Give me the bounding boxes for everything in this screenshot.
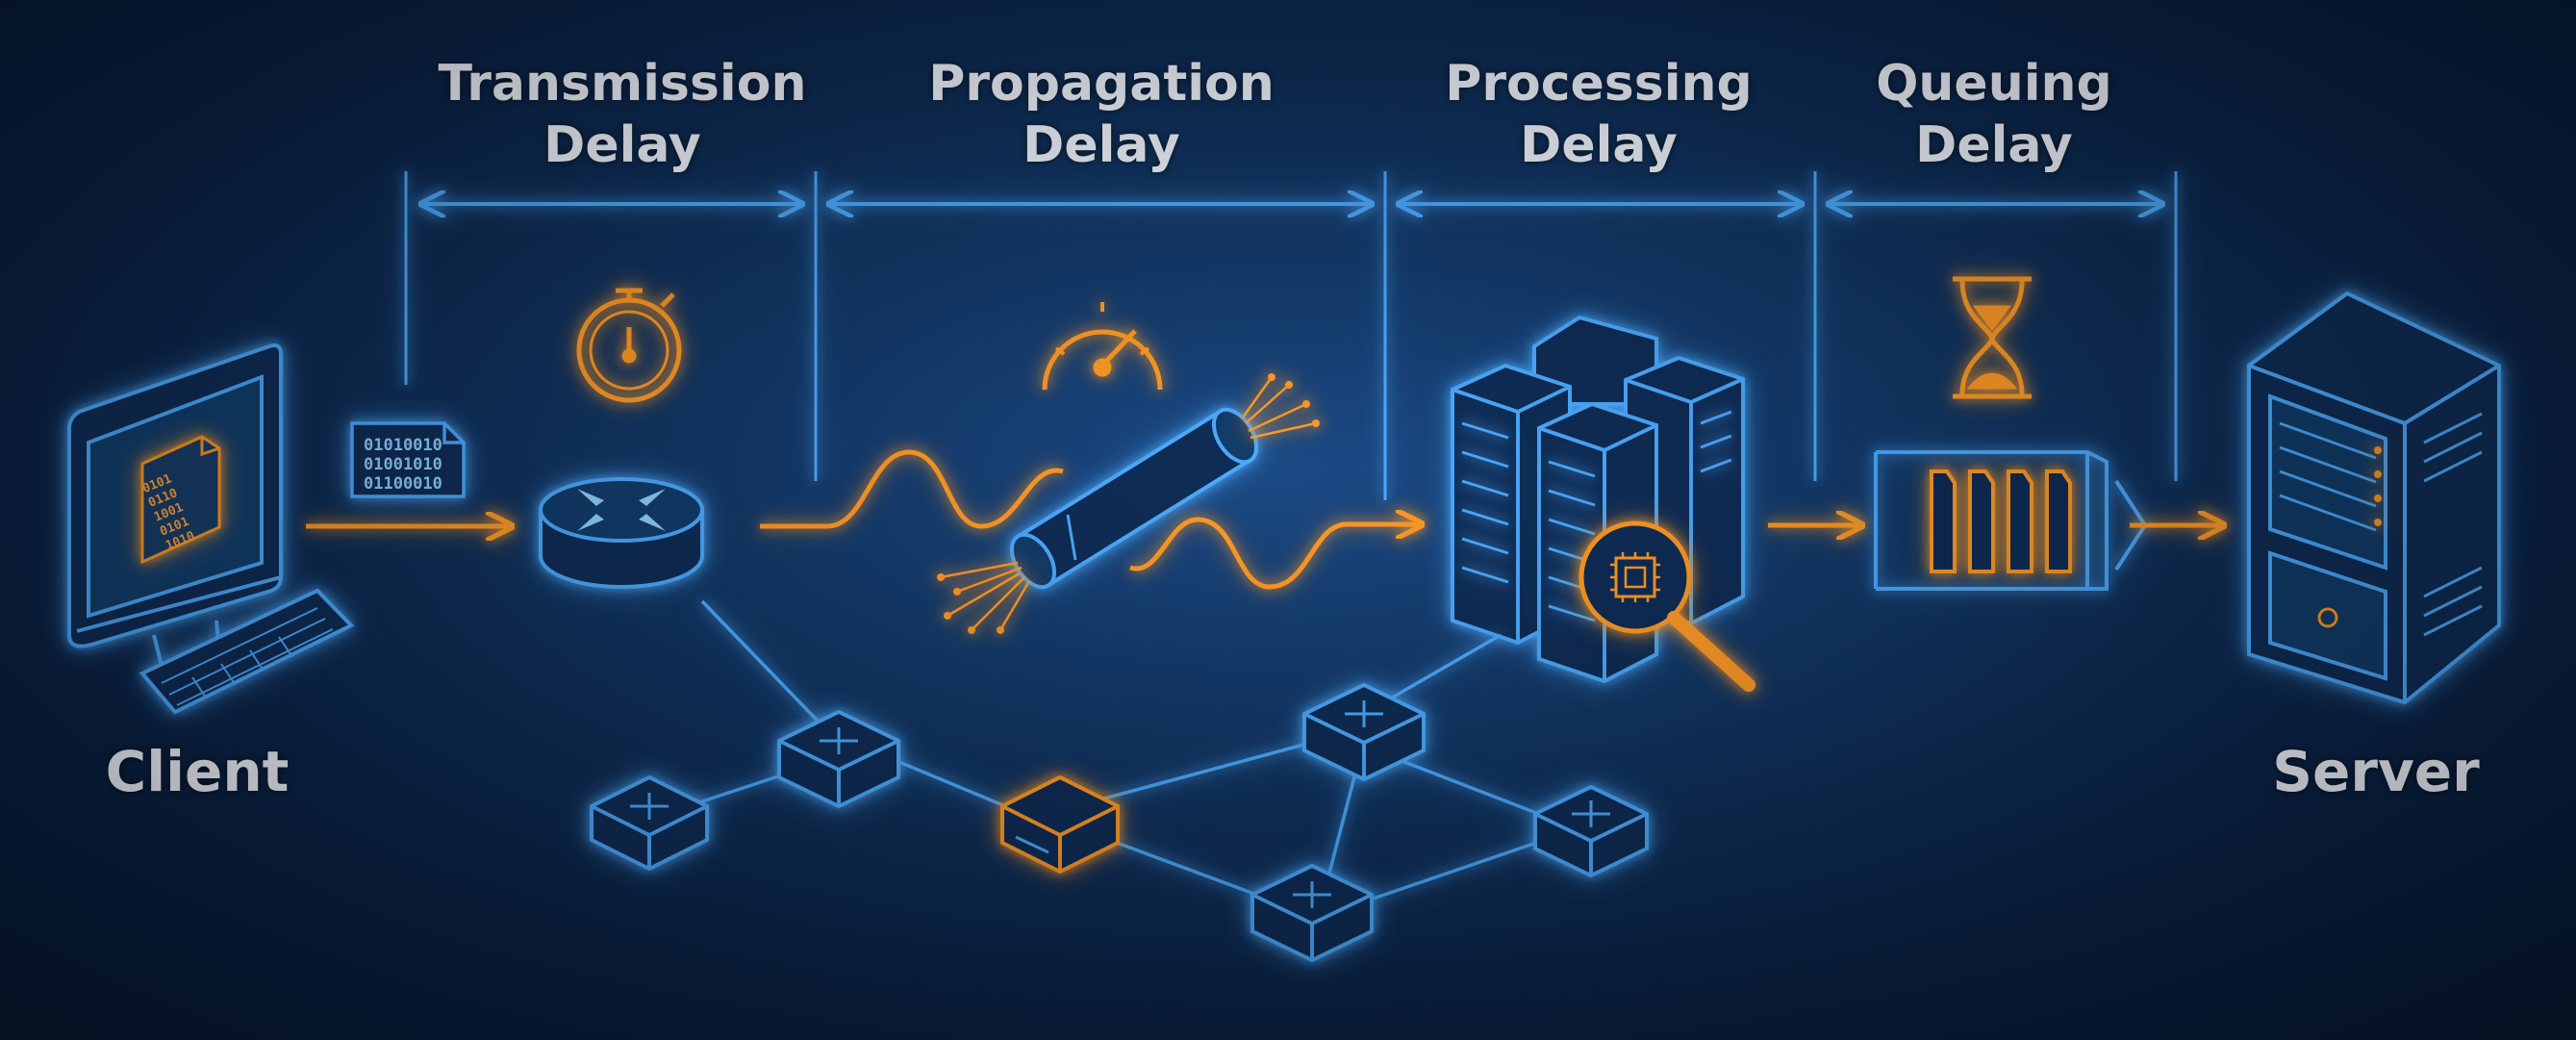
stage-labels: Transmission Delay Propagation Delay Pro… (439, 55, 2112, 174)
network-switch-icon (777, 709, 900, 809)
stage-processing-subtitle: Delay (1520, 116, 1678, 174)
stage-queuing-title: Queuing (1876, 55, 2112, 113)
router-icon (539, 477, 704, 589)
hourglass-icon (1953, 276, 2032, 399)
svg-text:01100010: 01100010 (364, 474, 442, 494)
stage-transmission-title: Transmission (439, 55, 807, 113)
server-label: Server (2272, 739, 2480, 804)
network-link (1375, 633, 1502, 709)
svg-text:01010010: 01010010 (364, 436, 442, 455)
fiber-cable-icon (1009, 407, 1259, 590)
network-link (700, 599, 839, 743)
propagation-wave-2 (1129, 520, 1422, 590)
network-switch-icon (1250, 863, 1374, 963)
binary-document-text: 01010010 01001010 01100010 (364, 436, 442, 494)
network-switch-icon (1302, 682, 1426, 782)
network-link (1103, 739, 1319, 800)
network-link (1326, 769, 1358, 881)
network-switch-icon (590, 774, 709, 872)
stage-propagation-title: Propagation (928, 55, 1275, 113)
client-label: Client (106, 739, 290, 804)
network-link (1355, 840, 1540, 906)
propagation-wave-1 (760, 449, 1064, 529)
stage-processing-title: Processing (1445, 55, 1753, 113)
gauge-icon (1042, 302, 1163, 391)
queue-packets (1930, 469, 2072, 573)
server-tower-icon (2247, 291, 2501, 705)
svg-text:01001010: 01001010 (364, 455, 442, 474)
stage-transmission-subtitle: Delay (543, 116, 701, 174)
network-link (1100, 835, 1271, 901)
network-switch-icon (1533, 784, 1649, 878)
stage-queuing-subtitle: Delay (1915, 116, 2073, 174)
stopwatch-icon (576, 288, 682, 403)
stage-propagation-subtitle: Delay (1023, 116, 1180, 174)
network-active-node-icon (1000, 774, 1120, 875)
network-link (894, 758, 1011, 810)
network-link (1399, 758, 1550, 820)
server-cluster-icon (1451, 315, 1745, 684)
